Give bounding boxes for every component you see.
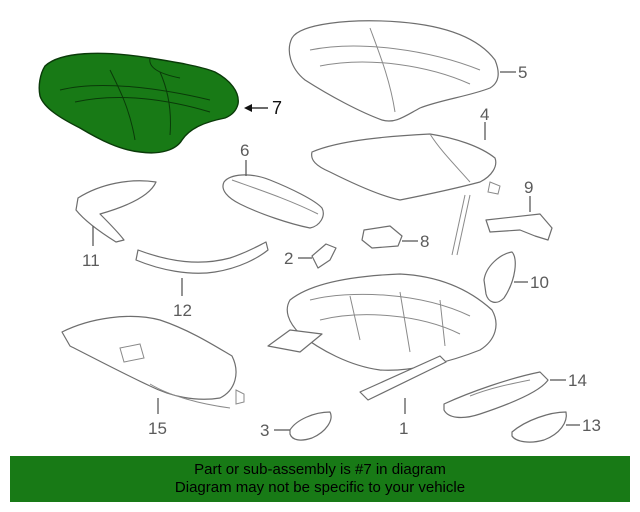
- callout-13: 13: [582, 416, 601, 435]
- callout-15: 15: [148, 419, 167, 438]
- part-9-bracket: [485, 213, 553, 241]
- callout-11: 11: [82, 251, 100, 270]
- part-1-seat-frame: [267, 273, 497, 401]
- part-3-cap: [289, 411, 332, 441]
- callout-12: 12: [173, 301, 192, 320]
- part-11-side-trim: [75, 180, 157, 243]
- info-banner: Part or sub-assembly is #7 in diagram Di…: [10, 456, 630, 502]
- callout-5: 5: [518, 63, 527, 82]
- banner-line-2: Diagram may not be specific to your vehi…: [174, 479, 466, 496]
- part-14-side-shield: [443, 371, 549, 419]
- seat-parts-diagram: 7 5 4 6 9 8 11 12: [38, 20, 601, 443]
- part-13-switch: [511, 411, 567, 443]
- callout-3: 3: [260, 421, 269, 440]
- part-10-recliner-cover: [483, 251, 516, 303]
- part-15-wiring-harness: [61, 315, 245, 409]
- banner-line-1: Part or sub-assembly is #7 in diagram: [194, 461, 446, 478]
- callout-8: 8: [420, 232, 429, 251]
- part-7-cushion-pad[interactable]: [38, 52, 239, 154]
- callout-7: 7: [272, 98, 282, 118]
- part-2-clip: [311, 243, 337, 269]
- part-6-front-pad: [222, 174, 324, 229]
- callout-2: 2: [284, 249, 293, 268]
- part-8-sensor: [361, 225, 403, 249]
- callout-9: 9: [524, 178, 533, 197]
- callout-14: 14: [568, 371, 587, 390]
- callout-10: 10: [530, 273, 549, 292]
- part-5-cushion-cover: [288, 20, 499, 122]
- callout-4: 4: [480, 105, 489, 124]
- part-12-rail-cover: [135, 241, 269, 274]
- callout-1: 1: [399, 419, 408, 438]
- callout-6: 6: [240, 141, 249, 160]
- part-4-seat-pan: [311, 133, 501, 256]
